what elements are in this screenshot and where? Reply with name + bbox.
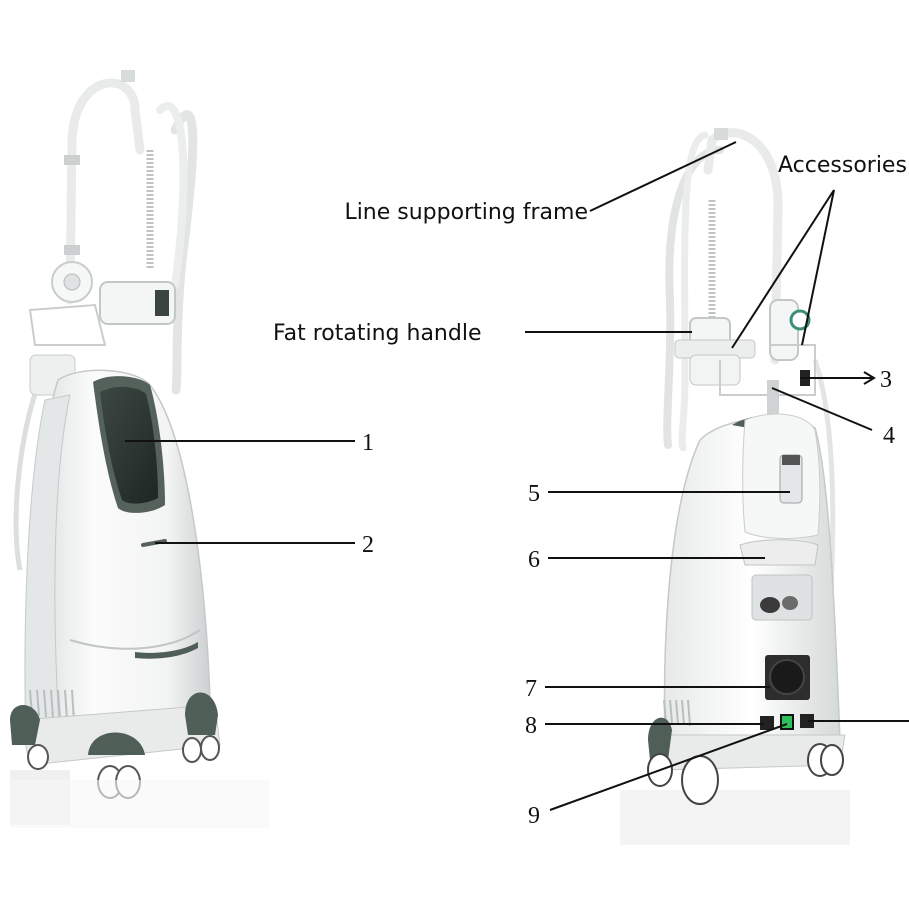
back-compartment-item-2 <box>782 596 798 610</box>
front-handle-slot <box>141 539 167 547</box>
back-hose-left <box>663 146 724 449</box>
front-trim <box>135 642 198 659</box>
back-switch-9 <box>780 714 794 730</box>
back-hose-left-2 <box>678 131 709 452</box>
callout-9: 9 <box>528 803 540 829</box>
callout-4: 4 <box>883 423 895 449</box>
leader-3-arrow <box>863 371 876 385</box>
callout-1: 1 <box>362 430 374 456</box>
leader-accessories-a <box>731 189 835 349</box>
front-support-arch <box>65 78 145 305</box>
back-fan <box>769 659 805 695</box>
leader-accessories-b <box>801 189 835 346</box>
front-round-handle-core <box>63 273 81 291</box>
back-water-tank-cap <box>782 455 800 465</box>
back-caster-cover-left <box>648 717 672 760</box>
floor-shadow-left-2 <box>10 780 270 828</box>
back-holder-frame <box>719 344 816 396</box>
text-labels: Line supporting frame Accessories Fat ro… <box>273 153 907 829</box>
back-socket-8 <box>760 716 774 730</box>
leader-9 <box>549 723 788 811</box>
callout-3: 3 <box>880 367 892 393</box>
back-socket-10 <box>800 714 814 728</box>
leader-lines <box>125 141 909 811</box>
back-vent-grille <box>663 699 691 727</box>
front-fat-handle-window <box>155 290 169 316</box>
floor-shadow-right <box>620 790 850 845</box>
back-arch-cap <box>714 128 728 140</box>
label-fat-rotating-handle: Fat rotating handle <box>273 321 481 346</box>
front-seam <box>69 629 201 650</box>
back-handle-grip <box>739 539 819 566</box>
leader-4 <box>771 387 873 431</box>
back-wheels <box>647 743 844 805</box>
front-vent-grille <box>29 689 75 722</box>
leader-line-supporting-frame <box>589 141 737 212</box>
front-arch-clamp <box>64 155 80 165</box>
back-column <box>767 380 779 415</box>
front-arch-clamp-2 <box>64 245 80 255</box>
front-hose-loop <box>170 110 198 395</box>
front-arch-cap <box>121 70 135 82</box>
front-screen <box>100 386 158 504</box>
callout-7: 7 <box>525 676 537 702</box>
label-accessories: Accessories <box>778 153 907 178</box>
front-side-cable <box>13 379 43 571</box>
back-accessory-round <box>789 309 811 331</box>
front-caster-cover-mid <box>88 732 145 755</box>
back-accessory-handle <box>769 299 799 361</box>
front-caster-cover-left <box>10 705 40 745</box>
back-compartment <box>751 574 813 621</box>
callout-2: 2 <box>362 532 374 558</box>
back-compartment-item <box>760 597 780 613</box>
front-view-machine <box>10 70 270 828</box>
callout-8: 8 <box>525 713 537 739</box>
front-caster-cover-right <box>185 692 218 735</box>
label-line-supporting-frame: Line supporting frame <box>344 200 588 225</box>
front-holder-frame <box>28 303 107 346</box>
back-view-machine <box>620 128 850 845</box>
front-hose-loop-2 <box>156 102 188 289</box>
back-handle-body <box>689 354 741 386</box>
callout-5: 5 <box>528 481 540 507</box>
callout-6: 6 <box>528 547 540 573</box>
